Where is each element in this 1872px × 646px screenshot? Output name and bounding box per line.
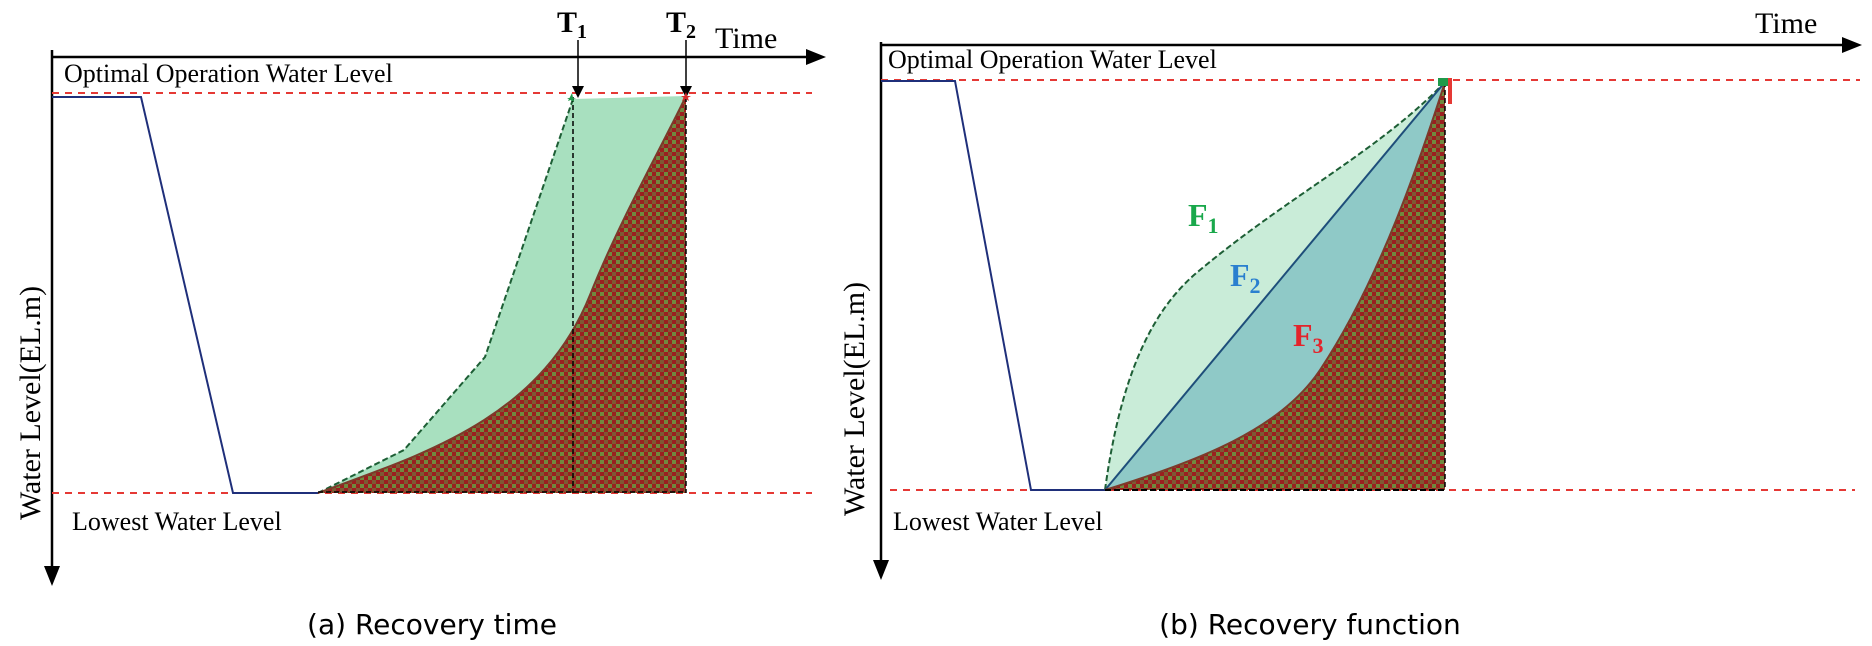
panel-b-drawdown-line [881, 80, 1105, 491]
panel-a-t1-arrow-icon [572, 86, 584, 98]
panel-b-x-axis-label: Time [1755, 7, 1817, 40]
panel-a-x-axis-label: Time [715, 22, 777, 55]
panel-a-t2-label: T2 [666, 6, 696, 43]
panel-a-optimal-label: Optimal Operation Water Level [64, 59, 393, 88]
panel-b-f1-label: F1 [1188, 197, 1219, 238]
panel-a: Optimal Operation Water Level Lowest Wat… [14, 6, 826, 641]
panel-a-fast-curve [317, 98, 574, 494]
panel-a-slow-curve [317, 95, 687, 494]
panel-b-lowest-label: Lowest Water Level [893, 507, 1103, 536]
panel-a-y-axis-label: Water Level(EL.m) [14, 286, 47, 520]
panel-b: Optimal Operation Water Level Lowest Wat… [838, 7, 1862, 641]
panel-b-y-axis-label: Water Level(EL.m) [838, 282, 871, 516]
panel-b-f3-region [1105, 82, 1445, 490]
panel-b-caption: (b) Recovery function [1159, 608, 1461, 641]
panel-b-f2-curve [1104, 81, 1446, 491]
panel-a-hatched-region [318, 96, 686, 493]
panel-b-f1-curve [1104, 81, 1446, 491]
panel-a-drawdown-line [52, 96, 318, 494]
panel-a-t1-star-icon [567, 93, 576, 102]
panel-b-x-axis-arrow-icon [1842, 37, 1862, 53]
panel-b-end-red-marker-icon [1448, 78, 1452, 104]
panel-a-x-axis-arrow-icon [806, 49, 826, 65]
panel-a-t1-label: T1 [557, 6, 587, 43]
panel-b-f3-curve [1104, 81, 1446, 491]
panel-b-end-marker-icon [1438, 78, 1448, 86]
panel-a-caption: (a) Recovery time [307, 608, 557, 641]
panel-b-optimal-label: Optimal Operation Water Level [888, 45, 1217, 74]
panel-a-t2-star-icon [681, 92, 691, 101]
panel-b-f3-label: F3 [1293, 317, 1324, 358]
panel-a-lowest-label: Lowest Water Level [72, 507, 282, 536]
panel-b-f2-label: F2 [1230, 257, 1261, 298]
panel-b-y-axis-arrow-icon [873, 560, 889, 580]
panel-a-y-axis-arrow-icon [44, 566, 60, 586]
